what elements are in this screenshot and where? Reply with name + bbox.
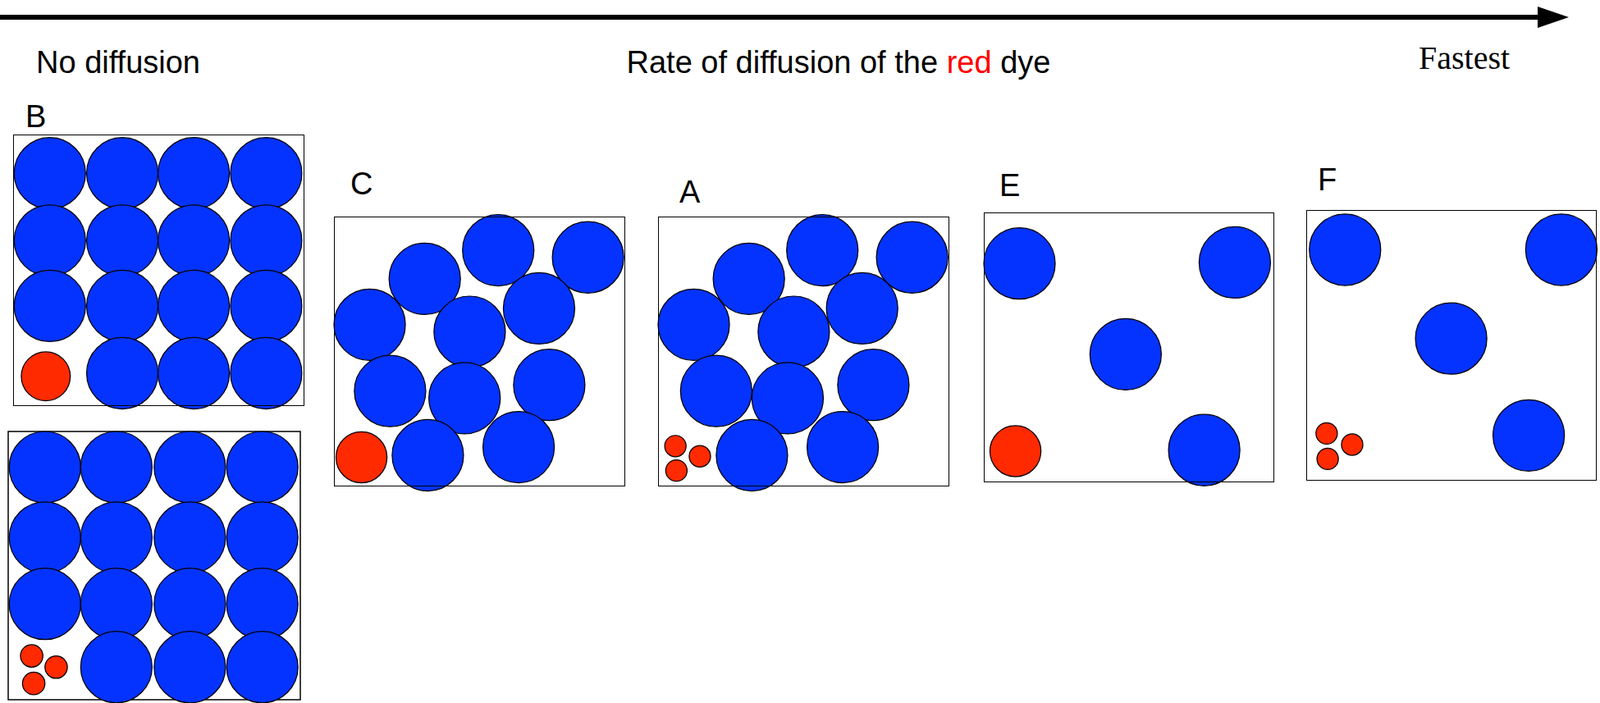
particle-group [983,226,1271,486]
blue-particle [9,502,81,574]
blue-particle [80,502,152,574]
blue-particle [226,502,298,574]
blue-particle [1415,302,1487,375]
blue-particle [983,228,1056,300]
panel-letter: B [25,99,46,136]
blue-particle [1089,318,1162,390]
blue-particle [462,214,535,287]
blue-particle [230,269,302,342]
blue-particle [158,269,230,342]
blue-particle [226,568,298,640]
axis-arrowhead [1537,6,1569,28]
axis-end-label: Fastest [1418,39,1510,78]
axis-title: dye [1000,45,1051,82]
axis-title: Rate of diffusion of the [626,45,938,82]
red-dye-particle [45,656,68,679]
blue-particle [680,355,752,427]
red-dye-particle [664,435,686,458]
particle-group [658,214,948,492]
blue-particle [80,568,152,640]
blue-particle [354,355,426,427]
blue-particle [9,568,81,640]
blue-particle [158,137,230,210]
red-dye-particle [689,445,711,467]
particle-group [9,431,298,703]
blue-particle [154,631,226,703]
blue-particle [483,411,555,484]
panel-letter: F [1317,162,1337,199]
blue-particle [226,631,298,703]
blue-particle [1198,226,1271,298]
blue-particle [13,137,86,210]
blue-particle [837,349,910,421]
blue-particle [502,272,575,344]
red-dye-particle [1316,422,1338,444]
blue-particle [86,337,159,409]
blue-particle [86,137,159,210]
blue-particle [13,205,86,277]
blue-particle [786,214,859,287]
blue-particle [658,288,730,361]
blue-particle [80,431,152,503]
axis-start-label: No diffusion [36,45,201,82]
label-holder: No diffusion [36,45,201,82]
blue-particle [333,288,406,361]
panel-letter: E [999,168,1020,205]
label-holder: Fastest [1418,39,1510,78]
blue-particle [807,411,879,484]
axis-title-line: Rate of diffusion of thereddye [626,45,1051,82]
blue-particle [434,296,506,368]
red-dye-particle [1316,448,1339,470]
red-dye-particle [20,644,43,668]
container-box: E [983,212,1275,483]
blue-particle [154,502,226,574]
blue-particle [9,431,81,503]
panel-letter: A [679,174,700,211]
red-dye-particle [21,352,71,402]
container-box: B [13,134,305,407]
particle-group [1309,214,1598,471]
blue-particle [1525,214,1597,286]
blue-particle [226,431,298,503]
blue-particle [392,419,464,491]
blue-particle [230,137,302,210]
blue-particle [1309,214,1381,286]
red-dye-particle [22,672,45,695]
particle-group [13,137,302,410]
blue-particle [80,631,152,703]
red-dye-particle [1341,434,1363,456]
blue-particle [158,205,230,277]
blue-particle [158,337,230,409]
blue-particle [230,205,302,277]
blue-particle [154,568,226,640]
particle-group [333,214,624,492]
blue-particle [154,431,226,503]
blue-particle [1168,414,1240,486]
blue-particle [513,349,586,421]
rate-axis [0,14,1543,20]
red-dye-particle [665,460,687,482]
axis-title-highlight: red [946,45,992,82]
blue-particle [758,296,830,368]
blue-particle [1493,399,1565,471]
blue-particle [716,419,788,491]
panel-letter: C [350,166,373,203]
blue-particle [826,272,898,344]
blue-particle [230,337,302,409]
blue-particle [86,269,159,342]
container-box: A [658,216,950,487]
blue-particle [13,269,86,342]
red-dye-particle [335,431,387,483]
red-dye-particle [989,425,1041,477]
container-box: C [333,216,626,487]
container-box: F [1306,210,1597,481]
blue-particle [86,205,159,277]
